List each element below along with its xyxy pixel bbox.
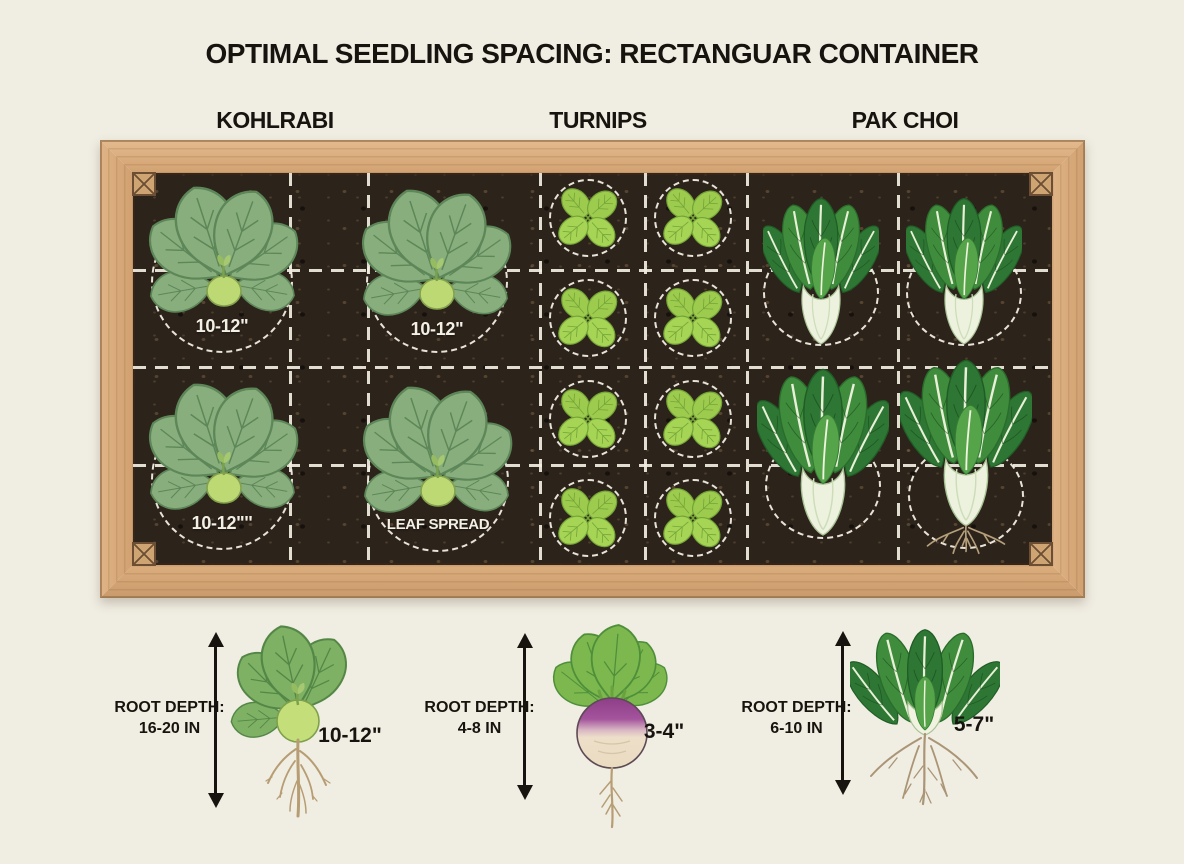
grid-line-vertical [539, 173, 542, 565]
pak-choi-root-depth-text: ROOT DEPTH: 6-10 IN [719, 697, 874, 739]
pak-choi-plant-with-roots-icon [900, 356, 1032, 558]
turnip-spacing-circle [549, 380, 627, 458]
grid-line-horizontal [133, 269, 1052, 272]
kohlrabi-root-depth-text: ROOT DEPTH: 16-20 IN [92, 697, 247, 739]
corner-bracket-icon [1029, 542, 1053, 566]
grid-line-vertical [367, 173, 370, 565]
turnip-spacing-circle [549, 479, 627, 557]
turnip-seedling-icon [552, 383, 624, 455]
pak-choi-plant-icon [906, 195, 1022, 348]
planter-frame-top [100, 140, 1085, 173]
turnip-spacing-value: 3-4" [643, 720, 685, 743]
turnip-seedling-icon [552, 182, 624, 254]
kohlrabi-spacing-value: 10-12" [318, 724, 382, 747]
planter-frame-bottom [100, 565, 1085, 598]
column-header-turnips: TURNIPS [549, 107, 647, 133]
turnip-seedling-icon [657, 482, 729, 554]
turnip-seedling-icon [657, 282, 729, 354]
column-header-kohlrabi: KOHLRABI [216, 107, 334, 133]
planter-box: 10-12" 10-12" 10-12"'' LEAF SPREAD [100, 140, 1085, 598]
turnip-seedling-icon [552, 282, 624, 354]
grid-line-vertical [289, 173, 292, 565]
pak-choi-plant-icon [763, 195, 879, 348]
pak-choi-plant-icon [757, 365, 889, 540]
corner-bracket-icon [132, 172, 156, 196]
turnip-root-depth-text: ROOT DEPTH: 4-8 IN [402, 697, 557, 739]
kohlrabi-plant-icon [349, 180, 525, 332]
kohlrabi-plant-icon [136, 374, 312, 526]
turnip-spacing-circle [549, 279, 627, 357]
column-header-pak-choi: PAK CHOI [851, 107, 959, 133]
root-depth-label: ROOT DEPTH: [741, 699, 852, 716]
root-depth-arrow-icon [207, 632, 224, 808]
corner-bracket-icon [1029, 172, 1053, 196]
pak-choi-spacing-value: 5-7" [953, 713, 995, 736]
turnip-seedling-icon [552, 482, 624, 554]
turnip-spacing-circle [549, 179, 627, 257]
root-depth-arrow-icon [516, 633, 533, 800]
root-depth-value: 6-10 IN [770, 720, 823, 737]
leaf-spread-label: LEAF SPREAD [386, 516, 490, 533]
turnip-spacing-circle [654, 479, 732, 557]
root-depth-arrow-icon [834, 631, 851, 795]
root-depth-label: ROOT DEPTH: [424, 699, 535, 716]
turnip-spacing-circle [654, 380, 732, 458]
root-depth-label: ROOT DEPTH: [114, 699, 225, 716]
corner-bracket-icon [132, 542, 156, 566]
kohlrabi-root-illustration [228, 601, 368, 821]
grid-line-vertical [644, 173, 647, 565]
grid-line-horizontal [133, 464, 1052, 467]
grid-line-horizontal [133, 366, 1052, 369]
planter-frame-right [1052, 140, 1085, 598]
spacing-label: 10-12" [195, 316, 249, 336]
grid-line-vertical [746, 173, 749, 565]
turnip-spacing-circle [654, 179, 732, 257]
turnip-spacing-circle [654, 279, 732, 357]
grid-line-vertical [897, 173, 900, 565]
page-title: OPTIMAL SEEDLING SPACING: RECTANGUAR CON… [205, 38, 979, 69]
spacing-label: 10-12"'' [191, 513, 253, 533]
turnip-seedling-icon [657, 383, 729, 455]
root-depth-value: 4-8 IN [457, 720, 502, 737]
kohlrabi-plant-icon [136, 177, 312, 329]
kohlrabi-plant-icon [350, 377, 526, 529]
root-depth-value: 16-20 IN [138, 720, 201, 737]
turnip-seedling-icon [657, 182, 729, 254]
spacing-label: 10-12" [410, 319, 464, 339]
planter-frame-left [100, 140, 133, 598]
soil-bed: 10-12" 10-12" 10-12"'' LEAF SPREAD [133, 173, 1052, 565]
